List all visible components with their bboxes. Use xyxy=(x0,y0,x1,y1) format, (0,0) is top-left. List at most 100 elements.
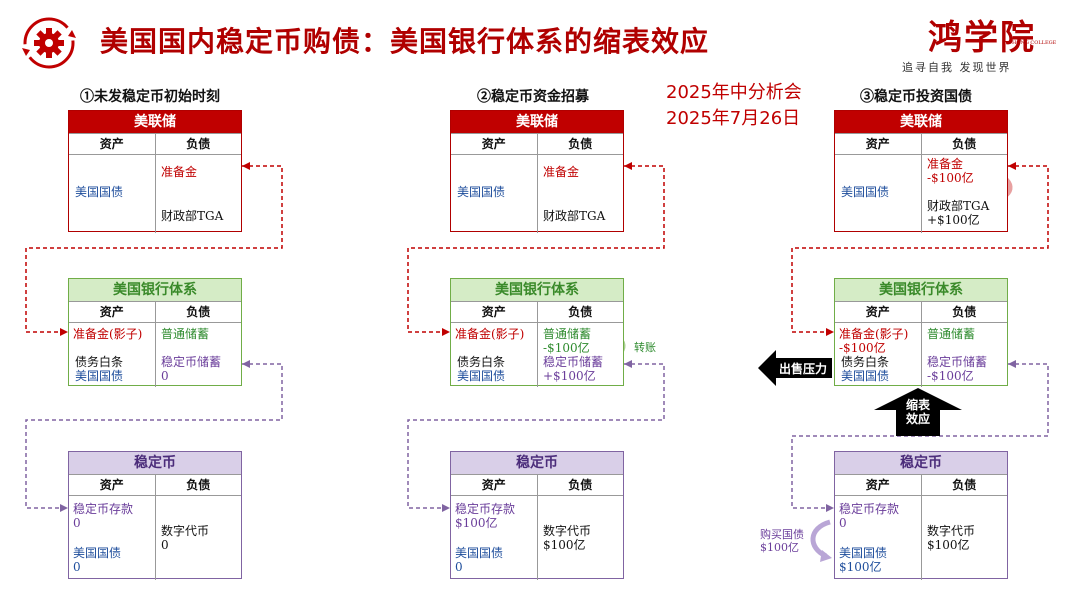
stable-liab-token-value: $100亿 xyxy=(543,538,586,552)
stable-liab-token-value: $100亿 xyxy=(927,538,970,552)
column-header: 资产负债 xyxy=(451,474,623,496)
stablecoin-balance-sheet-stage3: 稳定币 资产负债 稳定币存款 0 美国国债 $100亿 数字代币 $100亿 xyxy=(834,451,1008,580)
bank-liab-savings: 普通储蓄 xyxy=(927,327,976,341)
fed-title: 美联储 xyxy=(835,111,1007,133)
stage-1-label: ①未发稳定币初始时刻 xyxy=(80,89,220,105)
bank-liab-savings-change: -$100亿 xyxy=(543,341,590,355)
bank-asset-reserves: 准备金(影子) xyxy=(455,327,525,341)
assets-label: 资产 xyxy=(451,134,538,154)
bank-balance-sheet-stage1: 美国银行体系 资产负债 准备金(影子) 债务白条 美国国债 普通储蓄 稳定币储蓄… xyxy=(68,278,242,387)
bank-asset-treasury: 美国国债 xyxy=(841,369,890,383)
meeting-title: 2025年中分析会 xyxy=(666,82,802,103)
gear-cycle-logo-icon xyxy=(22,17,76,69)
shrink-effect-line1: 缩表 xyxy=(905,398,930,412)
liabilities-label: 负债 xyxy=(186,305,211,319)
bank-asset-reserves: 准备金(影子) xyxy=(839,327,909,341)
assets-label: 资产 xyxy=(451,475,538,495)
liabilities-label: 负债 xyxy=(952,478,977,492)
bank-liab-stable-deposits-change: -$100亿 xyxy=(927,369,974,383)
stable-asset-treasury-value: 0 xyxy=(73,560,81,574)
bank-title: 美国银行体系 xyxy=(835,279,1007,301)
bank-asset-iou: 债务白条 xyxy=(457,355,506,369)
liabilities-label: 负债 xyxy=(952,137,977,151)
column-header: 资产 负债 xyxy=(835,301,1007,323)
stable-asset-deposits-value: 0 xyxy=(839,516,847,530)
transfer-note: 转账 xyxy=(634,341,656,354)
stable-liab-token-value: 0 xyxy=(161,538,169,552)
meeting-date: 2025年7月26日 xyxy=(666,108,801,129)
fed-liab-reserves-change: -$100亿 xyxy=(927,171,974,185)
stable-asset-treasury: 美国国债 xyxy=(73,546,122,560)
balance-sheet-shrink-arrow-icon xyxy=(874,388,962,436)
bank-asset-iou: 债务白条 xyxy=(841,355,890,369)
shrink-effect-line2: 效应 xyxy=(905,412,930,426)
bank-liab-stable-deposits-change: +$100亿 xyxy=(543,369,596,383)
stable-asset-treasury: 美国国债 xyxy=(455,546,504,560)
fed-balance-sheet-stage2: 美联储 资产 负债 美国国债 准备金 财政部TGA xyxy=(450,110,624,233)
column-header: 资产 负债 xyxy=(835,133,1007,155)
sell-pressure-arrow-icon xyxy=(758,350,832,386)
fed-asset-treasury: 美国国债 xyxy=(75,185,124,199)
column-header: 资产 负债 xyxy=(69,133,241,155)
fed-liab-tga: 财政部TGA xyxy=(543,209,606,223)
brand-logo: 鸿学院 xyxy=(928,18,1036,58)
stage-2-label: ②稳定币资金招募 xyxy=(477,89,589,105)
bank-liab-savings: 普通储蓄 xyxy=(543,327,592,341)
stable-asset-deposits: 稳定币存款 xyxy=(839,502,900,516)
fed-asset-treasury: 美国国债 xyxy=(841,185,890,199)
sell-pressure-label: 出售压力 xyxy=(778,362,827,376)
bank-asset-treasury: 美国国债 xyxy=(75,369,124,383)
assets-label: 资产 xyxy=(451,302,538,322)
stable-title: 稳定币 xyxy=(69,452,241,474)
liabilities-label: 负债 xyxy=(568,137,593,151)
bank-asset-reserves: 准备金(影子) xyxy=(73,327,143,341)
assets-label: 资产 xyxy=(69,475,156,495)
fed-liab-reserves: 准备金 xyxy=(927,157,964,171)
fed-liab-tga: 财政部TGA xyxy=(161,209,224,223)
assets-label: 资产 xyxy=(835,302,922,322)
fed-balance-sheet-stage3: 美联储 资产负债 美国国债 准备金 -$100亿 财政部TGA +$100亿 xyxy=(834,110,1008,233)
fed-asset-treasury: 美国国债 xyxy=(457,185,506,199)
fed-balance-sheet-stage1: 美联储 资产负债 美国国债 准备金 财政部TGA xyxy=(68,110,242,233)
buy-treasury-note: 购买国债 $100亿 xyxy=(760,528,804,554)
column-header: 资产 负债 xyxy=(69,301,241,323)
stable-asset-treasury: 美国国债 xyxy=(839,546,888,560)
fed-liab-reserves: 准备金 xyxy=(543,165,580,179)
liabilities-label: 负债 xyxy=(568,305,593,319)
buy-treasury-note-line2: $100亿 xyxy=(760,541,799,554)
stablecoin-balance-sheet-stage1: 稳定币 资产负债 稳定币存款 0 美国国债 0 数字代币 0 xyxy=(68,451,242,580)
stable-asset-deposits: 稳定币存款 xyxy=(455,502,516,516)
stage-3-label: ③稳定币投资国债 xyxy=(860,89,972,105)
bank-liab-savings: 普通储蓄 xyxy=(161,327,210,341)
bank-asset-treasury: 美国国债 xyxy=(457,369,506,383)
fed-liab-reserves: 准备金 xyxy=(161,165,198,179)
column-header: 资产 负债 xyxy=(451,301,623,323)
bank-balance-sheet-stage2: 美国银行体系 资产 负债 准备金(影子) 债务白条 美国国债 普通储蓄 -$100… xyxy=(450,278,624,387)
stable-asset-deposits-value: 0 xyxy=(73,516,81,530)
liabilities-label: 负债 xyxy=(952,305,977,319)
stable-liab-token: 数字代币 xyxy=(543,524,592,538)
stable-liab-token: 数字代币 xyxy=(927,524,976,538)
assets-label: 资产 xyxy=(835,134,922,154)
liabilities-label: 负债 xyxy=(186,137,211,151)
stablecoin-balance-sheet-stage2: 稳定币 资产负债 稳定币存款 $100亿 美国国债 0 数字代币 $100亿 xyxy=(450,451,624,580)
bank-asset-reserves-change: -$100亿 xyxy=(839,341,886,355)
stable-asset-treasury-value: $100亿 xyxy=(839,560,882,574)
bank-balance-sheet-stage3: 美国银行体系 资产 负债 准备金(影子) -$100亿 债务白条 美国国债 普通储… xyxy=(834,278,1008,387)
brand-english: HONG COLLEGE xyxy=(1012,40,1057,46)
assets-label: 资产 xyxy=(69,134,156,154)
bank-liab-stable-deposits: 稳定币储蓄 xyxy=(927,355,988,369)
column-header: 资产负债 xyxy=(69,474,241,496)
fed-liab-tga-change: +$100亿 xyxy=(927,213,980,227)
stable-asset-deposits: 稳定币存款 xyxy=(73,502,134,516)
stable-title: 稳定币 xyxy=(451,452,623,474)
stable-title: 稳定币 xyxy=(835,452,1007,474)
stable-liab-token: 数字代币 xyxy=(161,524,210,538)
assets-label: 资产 xyxy=(69,302,156,322)
stable-asset-deposits-value: $100亿 xyxy=(455,516,498,530)
fed-title: 美联储 xyxy=(451,111,623,133)
stable-asset-treasury-value: 0 xyxy=(455,560,463,574)
bank-liab-stable-deposits: 稳定币储蓄 xyxy=(543,355,604,369)
bank-title: 美国银行体系 xyxy=(451,279,623,301)
bank-asset-iou: 债务白条 xyxy=(75,355,124,369)
